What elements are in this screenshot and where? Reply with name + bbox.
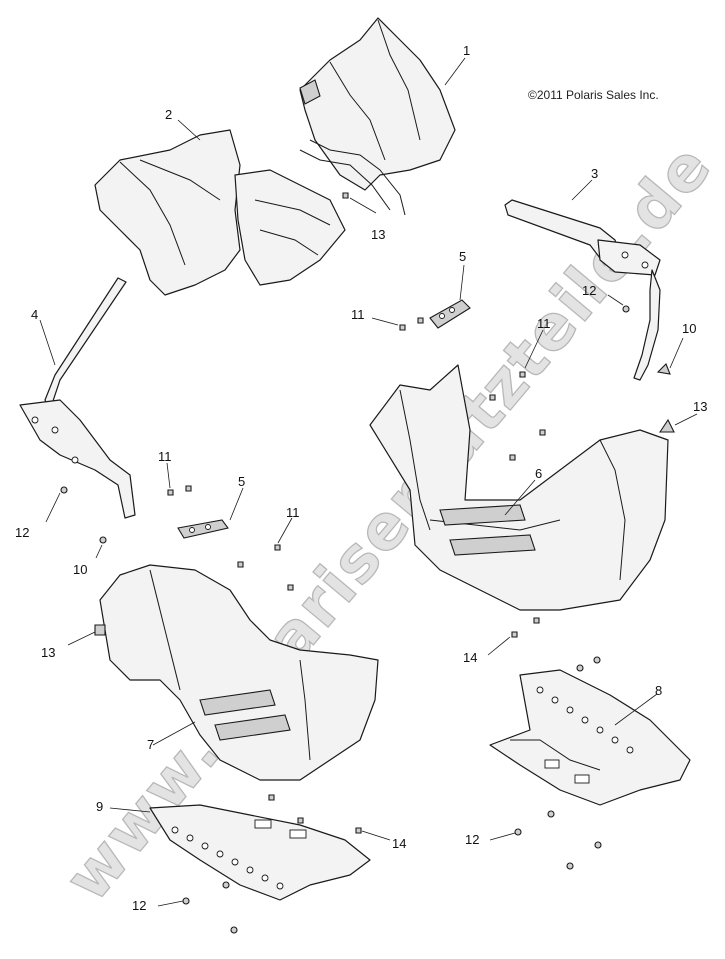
screw-fastener (274, 544, 281, 551)
screw-fastener (539, 429, 546, 436)
nut-fastener (60, 486, 68, 494)
clip-fastener (94, 624, 106, 636)
screw-fastener (185, 485, 192, 492)
screw-fastener (519, 371, 526, 378)
nut-fastener (594, 841, 602, 849)
nut-fastener (566, 862, 574, 870)
screw-fastener (509, 454, 516, 461)
right-grab-bar-part (504, 199, 661, 381)
callout-12-b: 12 (15, 525, 29, 540)
clip-fastener (656, 363, 671, 375)
callout-10-left: 10 (73, 562, 87, 577)
callout-12-d: 12 (132, 898, 146, 913)
callout-11-a: 11 (158, 449, 172, 464)
left-footrest-part (149, 804, 371, 901)
callout-13-c: 13 (41, 645, 55, 660)
callout-3: 3 (591, 166, 598, 181)
nut-fastener (622, 305, 630, 313)
callout-4: 4 (31, 307, 38, 322)
callout-14-b: 14 (392, 836, 406, 851)
callout-6: 6 (535, 466, 542, 481)
nut-fastener (514, 828, 522, 836)
fasteners (60, 192, 675, 934)
callout-10-right: 10 (682, 321, 696, 336)
callout-5-upper: 5 (459, 249, 466, 264)
right-footwell-part (369, 364, 669, 611)
nut-fastener (230, 926, 238, 934)
callout-numbers: 1 2 3 4 5 5 6 7 8 9 10 10 11 11 11 11 12… (15, 43, 707, 913)
callout-5-lower: 5 (238, 474, 245, 489)
mount-bracket-upper-part (429, 299, 471, 329)
nut-fastener (547, 810, 555, 818)
callout-13-a: 13 (371, 227, 385, 242)
front-fender-part (94, 129, 346, 296)
leader-lines (39, 57, 698, 907)
screw-fastener (287, 584, 294, 591)
screw-fastener (167, 489, 174, 496)
callout-8: 8 (655, 683, 662, 698)
screw-fastener (399, 324, 406, 331)
left-footwell-part (99, 564, 379, 781)
screw-fastener (489, 394, 496, 401)
nut-fastener (182, 897, 190, 905)
right-footrest-part (489, 669, 691, 806)
screw-fastener (342, 192, 349, 199)
nut-fastener (99, 536, 107, 544)
left-grab-bar-part (19, 277, 136, 519)
screw-fastener (417, 317, 424, 324)
callout-11-d: 11 (286, 505, 300, 520)
mount-bracket-lower-part (177, 519, 229, 539)
clip-fastener (658, 418, 675, 433)
callout-7: 7 (147, 737, 154, 752)
copyright-notice: ©2011 Polaris Sales Inc. (528, 88, 659, 102)
rear-fender-part (299, 17, 456, 216)
callout-1: 1 (463, 43, 470, 58)
screw-fastener (533, 617, 540, 624)
nut-fastener (222, 881, 230, 889)
screw-fastener (511, 631, 518, 638)
callout-9: 9 (96, 799, 103, 814)
screw-fastener (297, 817, 304, 824)
screw-fastener (355, 827, 362, 834)
nut-fastener (576, 664, 584, 672)
callout-2: 2 (165, 107, 172, 122)
callout-14-a: 14 (463, 650, 477, 665)
callout-11-c: 11 (351, 307, 365, 322)
callout-13-b: 13 (693, 399, 707, 414)
screw-fastener (237, 561, 244, 568)
callout-12-c: 12 (465, 832, 479, 847)
screw-fastener (268, 794, 275, 801)
callout-11-b: 11 (537, 316, 551, 331)
nut-fastener (593, 656, 601, 664)
callout-12-a: 12 (582, 283, 596, 298)
